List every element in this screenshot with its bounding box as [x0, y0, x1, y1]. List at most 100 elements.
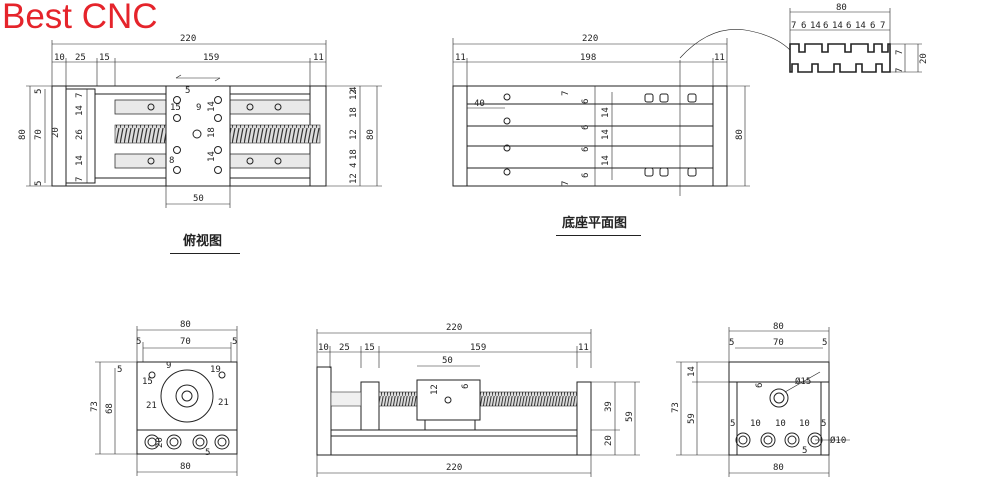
top-right-4a: 4 — [349, 87, 359, 92]
side-height-39: 39 — [604, 401, 614, 412]
caption-base-plan: 底座平面图 — [562, 216, 628, 231]
top-left-5b: 5 — [34, 181, 44, 186]
top-right-12b: 12 — [349, 129, 359, 140]
top-seg-5: 11 — [313, 53, 324, 63]
top-carriage-5: 5 — [185, 86, 190, 96]
endL-width-bottom: 80 — [180, 462, 191, 472]
profile-seg-6: 6 — [846, 21, 851, 31]
top-left-5a: 5 — [34, 89, 44, 94]
side-seg-4: 159 — [470, 343, 486, 353]
caption-top-view: 俯视图 — [183, 234, 223, 249]
endL-dim-20: 20 — [155, 437, 165, 448]
endR-spacing-3: 10 — [775, 419, 786, 429]
endR-spacing-4: 10 — [799, 419, 810, 429]
endR-edge-a: 5 — [729, 338, 734, 348]
base-hole-1: 7 — [561, 91, 571, 96]
top-seg-3: 15 — [99, 53, 110, 63]
endR-height-inner: 59 — [687, 413, 697, 424]
endL-dim-15: 15 — [142, 377, 153, 387]
top-right-18a: 18 — [349, 107, 359, 118]
profile-height: 20 — [919, 53, 929, 64]
side-dim-overall: 220 — [446, 323, 462, 333]
base-hole-7: 14 — [601, 155, 611, 166]
top-seg-4: 159 — [203, 53, 219, 63]
endL-dim-21b: 21 — [218, 398, 229, 408]
base-height-80: 80 — [735, 129, 745, 140]
caption-underline-base-plan — [556, 235, 641, 236]
top-right-4b: 4 — [349, 163, 359, 168]
endR-height-outer: 73 — [671, 402, 681, 413]
top-seg-2: 25 — [75, 53, 86, 63]
endL-edge-b: 5 — [232, 337, 237, 347]
profile-seg-4: 6 — [823, 21, 828, 31]
top-right-18b: 18 — [349, 149, 359, 160]
top-left-26: 26 — [75, 129, 85, 140]
profile-seg-3: 14 — [810, 21, 821, 31]
endR-spacing-1: 5 — [730, 419, 735, 429]
profile-width: 80 — [836, 3, 847, 13]
end-view-left: 80 70 5 5 15 9 19 21 21 20 5 5 73 68 80 — [90, 320, 238, 476]
top-left-stack-4: 7 — [75, 177, 85, 182]
endL-edge-a: 5 — [136, 337, 141, 347]
profile-section: 80 7 6 14 6 14 6 14 6 7 7 7 20 — [789, 3, 929, 73]
top-right-12c: 12 — [349, 173, 359, 184]
top-left-stack-2: 14 — [75, 105, 85, 116]
side-seg-3: 15 — [364, 343, 375, 353]
profile-slot-depth: 7 — [895, 50, 905, 55]
top-right-12a: 12 — [349, 89, 359, 100]
side-dim-12: 12 — [430, 384, 440, 395]
endR-edge-b: 5 — [822, 338, 827, 348]
top-carriage-8: 8 — [169, 156, 174, 166]
profile-slot-bottom: 7 — [895, 68, 905, 73]
base-hole-2: 6 — [581, 99, 591, 104]
side-seg-5: 11 — [578, 343, 589, 353]
endL-dim-5b: 5 — [205, 448, 210, 458]
endR-dim-14: 14 — [687, 366, 697, 377]
base-seg-1: 11 — [455, 53, 466, 63]
base-seg-3: 11 — [714, 53, 725, 63]
endR-dim-6: 6 — [755, 383, 765, 388]
side-height-20: 20 — [604, 435, 614, 446]
side-view: 220 10 25 15 159 11 50 12 6 39 20 59 220 — [316, 323, 640, 477]
base-hole-8: 6 — [581, 173, 591, 178]
base-offset-40: 40 — [474, 99, 485, 109]
top-dim-overall: 220 — [180, 34, 196, 44]
base-hole-6: 6 — [581, 147, 591, 152]
endR-dia-15: Ø15 — [795, 376, 811, 387]
top-seg-1: 10 — [54, 53, 65, 63]
top-left-20: 20 — [51, 127, 61, 138]
base-dim-overall: 220 — [582, 34, 598, 44]
side-seg-2: 25 — [339, 343, 350, 353]
endL-height-outer: 73 — [90, 401, 100, 412]
endL-width-inner: 70 — [180, 337, 191, 347]
endR-width-inner: 70 — [773, 338, 784, 348]
base-hole-4: 6 — [581, 125, 591, 130]
end-view-right: 80 70 5 5 Ø15 Ø10 6 5 10 10 10 5 5 73 14… — [671, 322, 850, 477]
endR-width-bottom: 80 — [773, 463, 784, 473]
top-left-stack-1: 7 — [75, 93, 85, 98]
endR-dim-5: 5 — [802, 446, 807, 456]
endR-dia-10: Ø10 — [830, 435, 846, 446]
profile-seg-5: 14 — [832, 21, 843, 31]
top-left-70: 70 — [34, 129, 44, 140]
side-dim-6: 6 — [461, 384, 471, 389]
top-carriage-9: 9 — [196, 103, 201, 113]
top-carriage-14a: 14 — [207, 101, 217, 112]
side-width-bottom: 220 — [446, 463, 462, 473]
side-seg-1: 10 — [318, 343, 329, 353]
profile-seg-7: 14 — [855, 21, 866, 31]
profile-seg-8: 6 — [870, 21, 875, 31]
endL-dim-21a: 21 — [146, 401, 157, 411]
base-hole-3: 14 — [601, 107, 611, 118]
side-carriage-width: 50 — [442, 356, 453, 366]
base-hole-9: 7 — [561, 181, 571, 186]
top-carriage-width: 50 — [193, 194, 204, 204]
profile-seg-1: 7 — [791, 21, 796, 31]
profile-seg-9: 7 — [880, 21, 885, 31]
endL-dim-19: 19 — [210, 365, 221, 375]
top-carriage-14b: 14 — [207, 151, 217, 162]
top-carriage-18: 18 — [207, 127, 217, 138]
endL-height-inner: 68 — [105, 403, 115, 414]
base-plan-view: 220 11 198 11 40 7 6 14 6 14 6 14 6 7 — [452, 29, 791, 196]
